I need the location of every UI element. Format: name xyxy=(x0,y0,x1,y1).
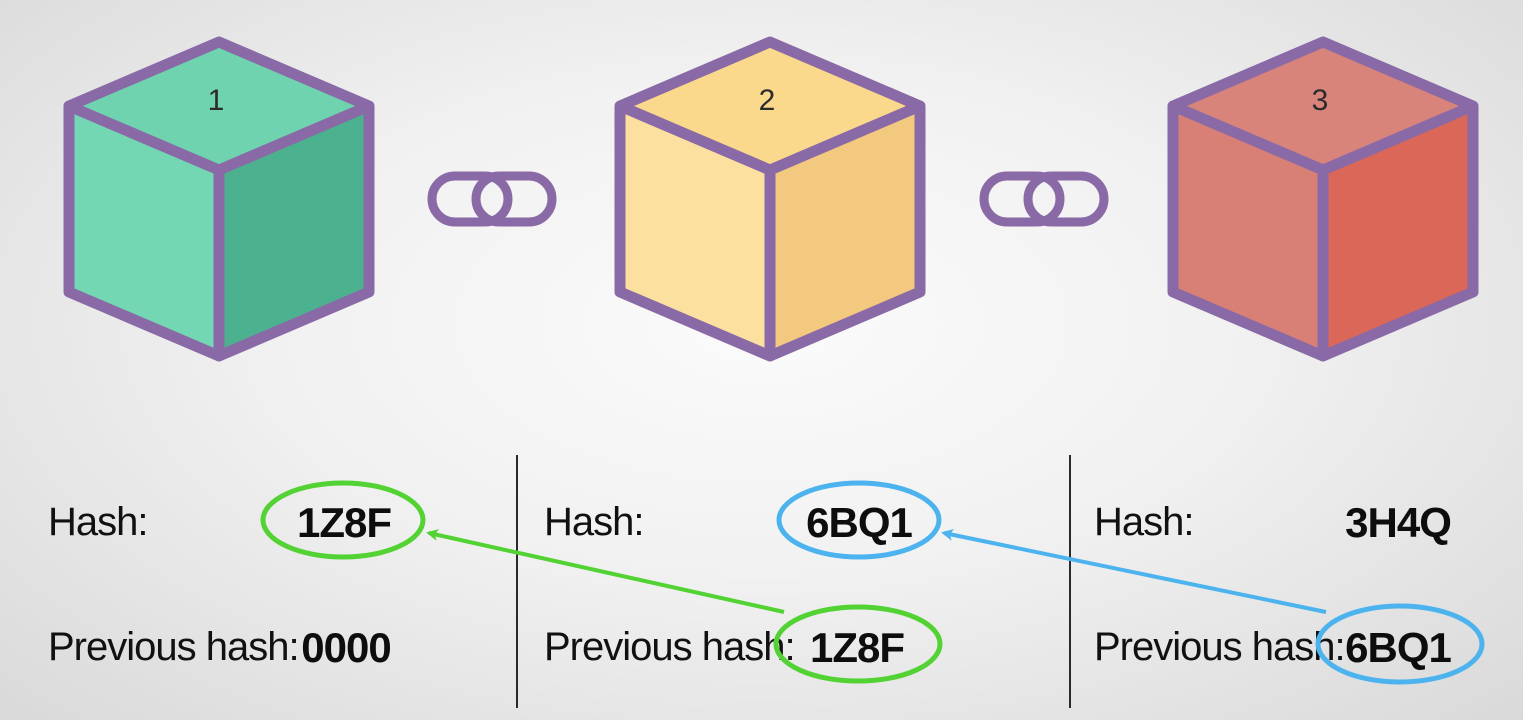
block-2-number: 2 xyxy=(759,84,776,117)
block-3-hash-label: Hash: xyxy=(1094,500,1194,544)
block-2-prev-hash-label: Previous hash: xyxy=(544,625,795,669)
block-2-prev-hash-value: 1Z8F xyxy=(810,624,904,671)
block-1-prev-hash-value: 0000 xyxy=(301,624,390,671)
block-2-cube-right xyxy=(770,106,920,356)
block-3-number: 3 xyxy=(1312,84,1329,117)
block-2-cube-outline xyxy=(614,36,926,362)
block-1-cube-right xyxy=(219,106,369,356)
block-3-cube-icon: 3 xyxy=(1167,36,1479,362)
block-2-hash-highlight xyxy=(776,480,942,560)
block-3-cube-left xyxy=(1173,106,1323,356)
block-2-cube-left xyxy=(620,106,770,356)
block-3-cube-outline xyxy=(1167,36,1479,362)
block-1-hash-value: 1Z8F xyxy=(297,499,391,546)
block-1-number: 1 xyxy=(208,84,225,117)
block-2-prev-hash-highlight xyxy=(773,604,943,684)
chain-link-icon xyxy=(427,171,557,227)
block-3-prev-hash-label: Previous hash: xyxy=(1094,625,1345,669)
block-2-hash-label: Hash: xyxy=(544,500,644,544)
block-3-prev-hash-value: 6BQ1 xyxy=(1345,624,1451,671)
block-1-cube-icon: 1 xyxy=(63,36,375,362)
block-1-cube-left xyxy=(69,106,219,356)
blue-link-arrow xyxy=(941,528,1327,614)
block-3-prev-hash-highlight xyxy=(1315,603,1485,685)
block-3-hash-value: 3H4Q xyxy=(1345,499,1451,546)
block-1-cube-outline xyxy=(63,36,375,362)
chain-link-icon xyxy=(979,171,1109,227)
block-1-hash-label: Hash: xyxy=(48,500,148,544)
block-2-hash-value: 6BQ1 xyxy=(806,499,912,546)
block-1-hash-highlight xyxy=(260,480,426,560)
green-link-arrow xyxy=(426,529,785,614)
block-2-cube-icon: 2 xyxy=(614,36,926,362)
block-1-prev-hash-label: Previous hash: xyxy=(48,625,299,669)
block-3-cube-right xyxy=(1323,106,1473,356)
